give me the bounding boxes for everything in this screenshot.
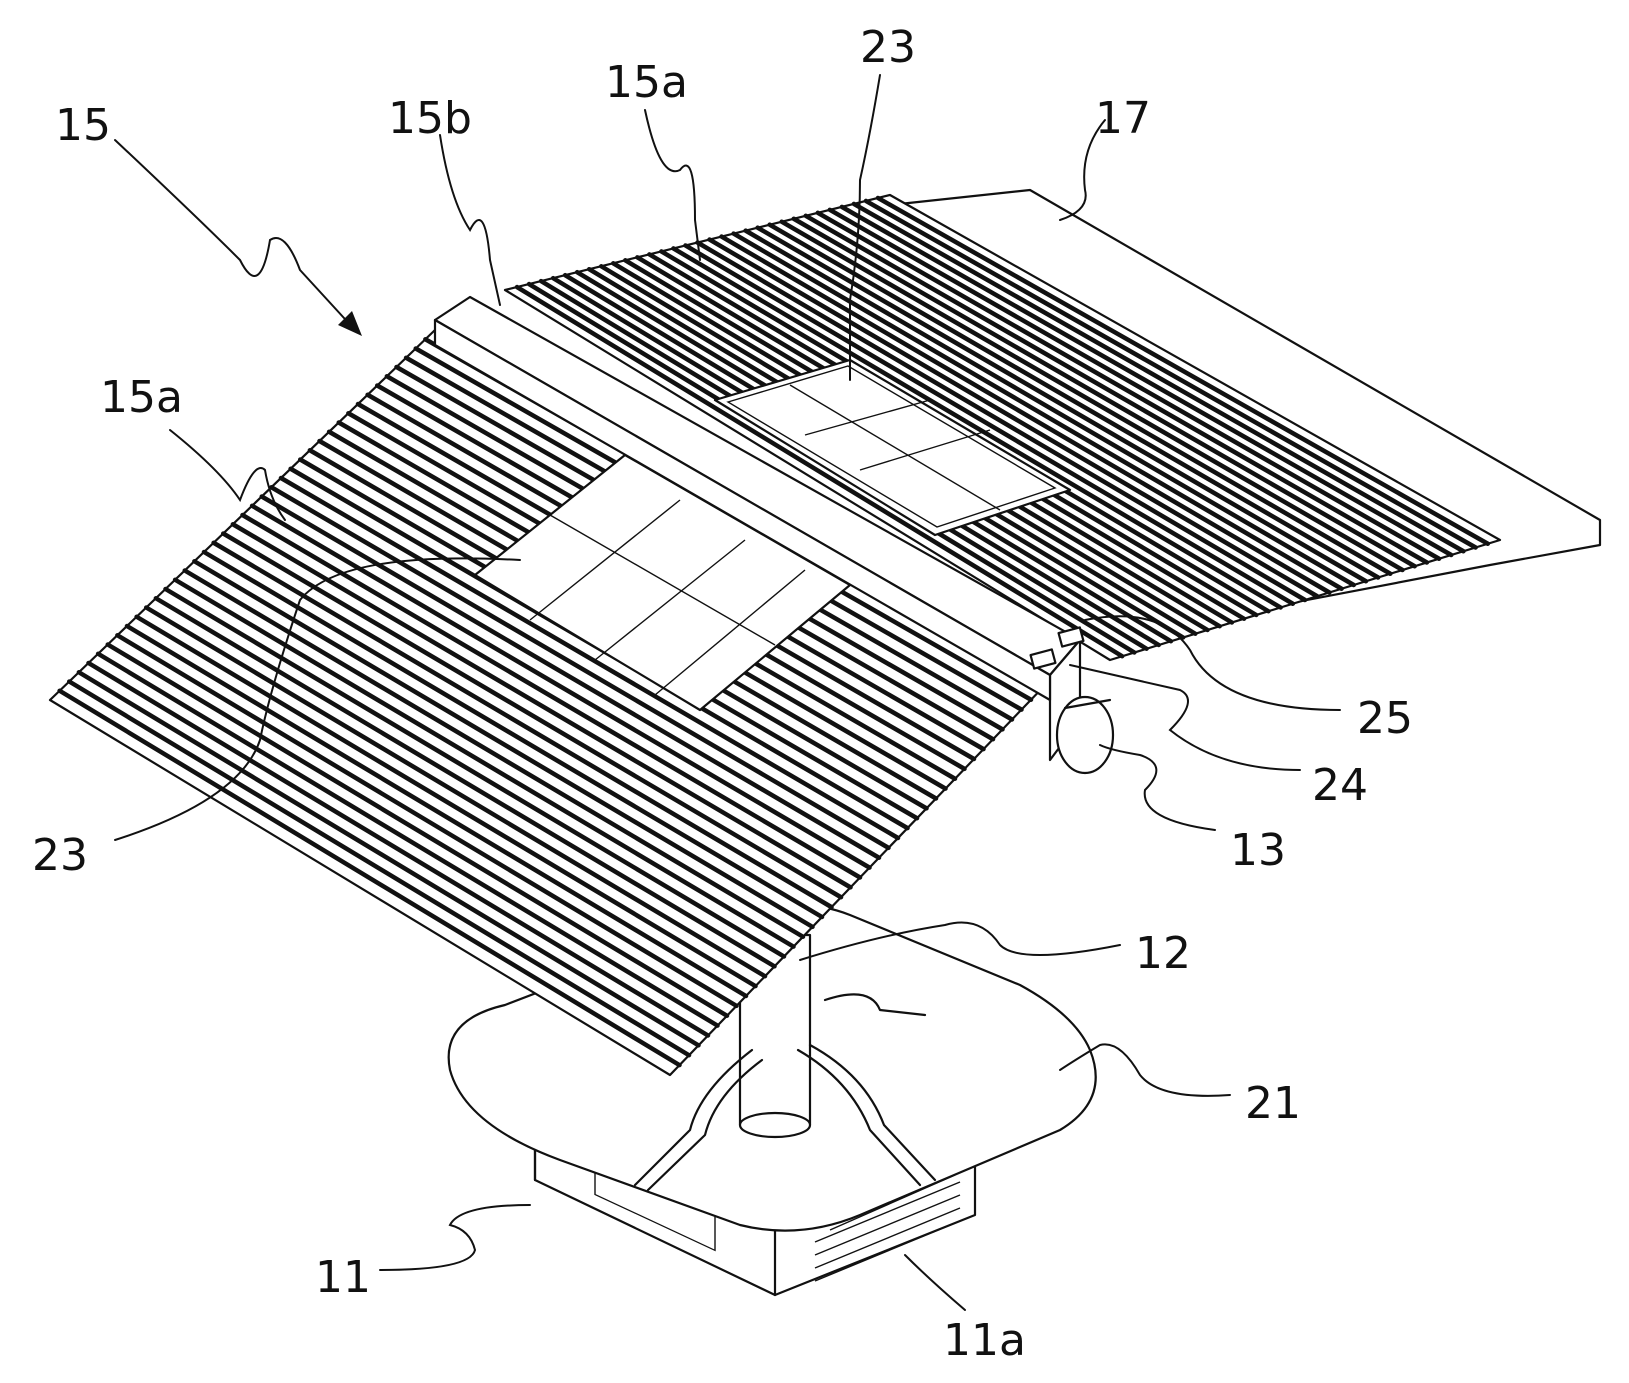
leader-lines bbox=[114, 74, 1341, 1311]
vent-grille bbox=[814, 1174, 961, 1282]
label-23-rear: 23 bbox=[860, 22, 916, 73]
labels: 15 15b 15a 23 17 15a 23 25 24 13 12 21 1… bbox=[32, 22, 1413, 1366]
corrugation-rib bbox=[86, 660, 711, 1038]
motor-hub bbox=[1055, 695, 1115, 775]
corrugation-rib bbox=[192, 559, 815, 930]
corrugation-rib bbox=[743, 228, 1356, 588]
label-21: 21 bbox=[1245, 1078, 1301, 1129]
corrugation-rib bbox=[240, 512, 863, 880]
corrugation-rib bbox=[172, 577, 796, 949]
corrugation-rib bbox=[134, 614, 758, 989]
corrugation-rib bbox=[731, 231, 1344, 591]
label-17: 17 bbox=[1095, 93, 1151, 144]
solar-panel-rear bbox=[713, 358, 1072, 537]
label-11a: 11a bbox=[943, 1315, 1026, 1366]
corrugation-rib bbox=[105, 642, 730, 1018]
corrugation-rib bbox=[767, 222, 1381, 580]
label-11: 11 bbox=[315, 1252, 371, 1303]
label-15a-rear: 15a bbox=[605, 57, 688, 108]
switch-25 bbox=[1057, 626, 1085, 648]
corrugation-rib bbox=[875, 195, 1491, 546]
corrugation-rib bbox=[153, 596, 777, 969]
corrugation-rib bbox=[695, 240, 1308, 603]
corrugation-rib bbox=[815, 210, 1430, 565]
corrugation-rib bbox=[863, 198, 1478, 550]
corrugation-rib bbox=[95, 651, 720, 1028]
label-15: 15 bbox=[55, 100, 111, 151]
switch-24 bbox=[1029, 648, 1057, 670]
label-23-front: 23 bbox=[32, 830, 88, 881]
corrugation-rib bbox=[144, 605, 768, 979]
corrugation-rib bbox=[803, 213, 1417, 569]
corrugation-rib bbox=[163, 586, 787, 959]
label-25: 25 bbox=[1357, 693, 1413, 744]
arrow-icon bbox=[338, 311, 362, 336]
corrugation-rib bbox=[124, 623, 749, 999]
corrugation-rib bbox=[707, 237, 1320, 599]
corrugation-rib bbox=[755, 225, 1369, 584]
corrugation-rib bbox=[230, 522, 853, 890]
corrugation-rib bbox=[259, 494, 882, 860]
label-24: 24 bbox=[1312, 760, 1368, 811]
label-15a-front: 15a bbox=[100, 372, 183, 423]
corrugation-rib bbox=[201, 549, 825, 920]
corrugation-rib bbox=[269, 485, 891, 851]
corrugation-rib bbox=[67, 679, 692, 1058]
corrugation-rib bbox=[278, 475, 901, 841]
corrugation-rib bbox=[115, 633, 739, 1009]
label-13: 13 bbox=[1230, 825, 1286, 876]
corrugation-rib bbox=[221, 531, 844, 900]
label-12: 12 bbox=[1135, 928, 1191, 979]
corrugation-rib bbox=[514, 284, 1125, 659]
corrugation-rib bbox=[671, 246, 1283, 610]
corrugation-rib bbox=[211, 540, 834, 910]
corrugation-rib bbox=[182, 568, 806, 939]
corrugation-rib bbox=[683, 243, 1296, 606]
corrugation-rib bbox=[839, 204, 1454, 558]
roof-panel-front bbox=[48, 328, 1052, 1077]
corrugation-rib bbox=[57, 688, 682, 1068]
roof-panel-rear bbox=[503, 193, 1502, 662]
corrugation-rib bbox=[249, 503, 872, 870]
corrugation-rib bbox=[827, 207, 1442, 561]
corrugation-rib bbox=[851, 201, 1466, 554]
corrugation-rib bbox=[791, 216, 1405, 573]
label-15b: 15b bbox=[388, 93, 472, 144]
corrugation-rib bbox=[719, 234, 1332, 595]
corrugation-rib bbox=[76, 670, 701, 1048]
corrugation-rib bbox=[779, 219, 1393, 576]
